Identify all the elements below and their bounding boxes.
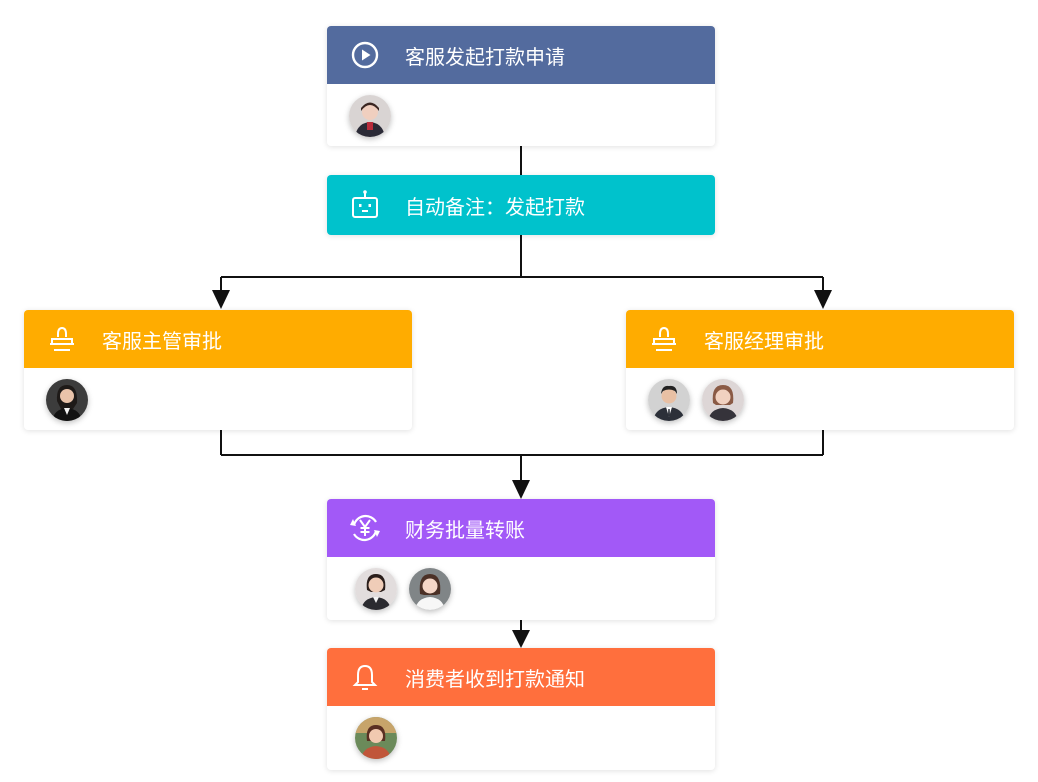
arrowhead-right	[814, 290, 832, 309]
node-notify-assignees	[327, 706, 715, 770]
node-start[interactable]: 客服发起打款申请	[327, 26, 715, 146]
yuan-refresh-icon	[347, 510, 383, 546]
node-finance-title: 财务批量转账	[405, 519, 525, 542]
avatar[interactable]	[46, 379, 88, 421]
avatar[interactable]	[355, 568, 397, 610]
stamp-icon	[646, 321, 682, 357]
robot-icon	[347, 187, 383, 223]
avatar[interactable]	[409, 568, 451, 610]
node-notify[interactable]: 消费者收到打款通知	[327, 648, 715, 770]
node-supervisor-header: 客服主管审批	[24, 310, 412, 368]
bell-icon	[347, 659, 383, 695]
node-start-header: 客服发起打款申请	[327, 26, 715, 84]
node-notify-title: 消费者收到打款通知	[405, 668, 585, 691]
arrowhead-notify	[512, 630, 530, 648]
arrowhead-finance	[512, 480, 530, 499]
node-supervisor[interactable]: 客服主管审批	[24, 310, 412, 430]
node-start-title: 客服发起打款申请	[405, 46, 565, 69]
avatar[interactable]	[648, 379, 690, 421]
node-manager[interactable]: 客服经理审批	[626, 310, 1014, 430]
node-supervisor-title: 客服主管审批	[102, 330, 222, 353]
node-manager-header: 客服经理审批	[626, 310, 1014, 368]
node-finance[interactable]: 财务批量转账	[327, 499, 715, 620]
node-auto-remark[interactable]: 自动备注：发起打款	[327, 175, 715, 235]
node-manager-title: 客服经理审批	[704, 330, 824, 353]
node-auto-remark-title: 自动备注：发起打款	[405, 196, 585, 219]
node-notify-header: 消费者收到打款通知	[327, 648, 715, 706]
avatar[interactable]	[349, 95, 391, 137]
node-start-assignees	[327, 84, 715, 146]
stamp-icon	[44, 321, 80, 357]
avatar[interactable]	[355, 717, 397, 759]
node-manager-assignees	[626, 368, 1014, 430]
avatar[interactable]	[702, 379, 744, 421]
node-supervisor-assignees	[24, 368, 412, 430]
node-finance-header: 财务批量转账	[327, 499, 715, 557]
play-circle-icon	[347, 37, 383, 73]
node-finance-assignees	[327, 557, 715, 620]
arrowhead-left	[212, 290, 230, 309]
